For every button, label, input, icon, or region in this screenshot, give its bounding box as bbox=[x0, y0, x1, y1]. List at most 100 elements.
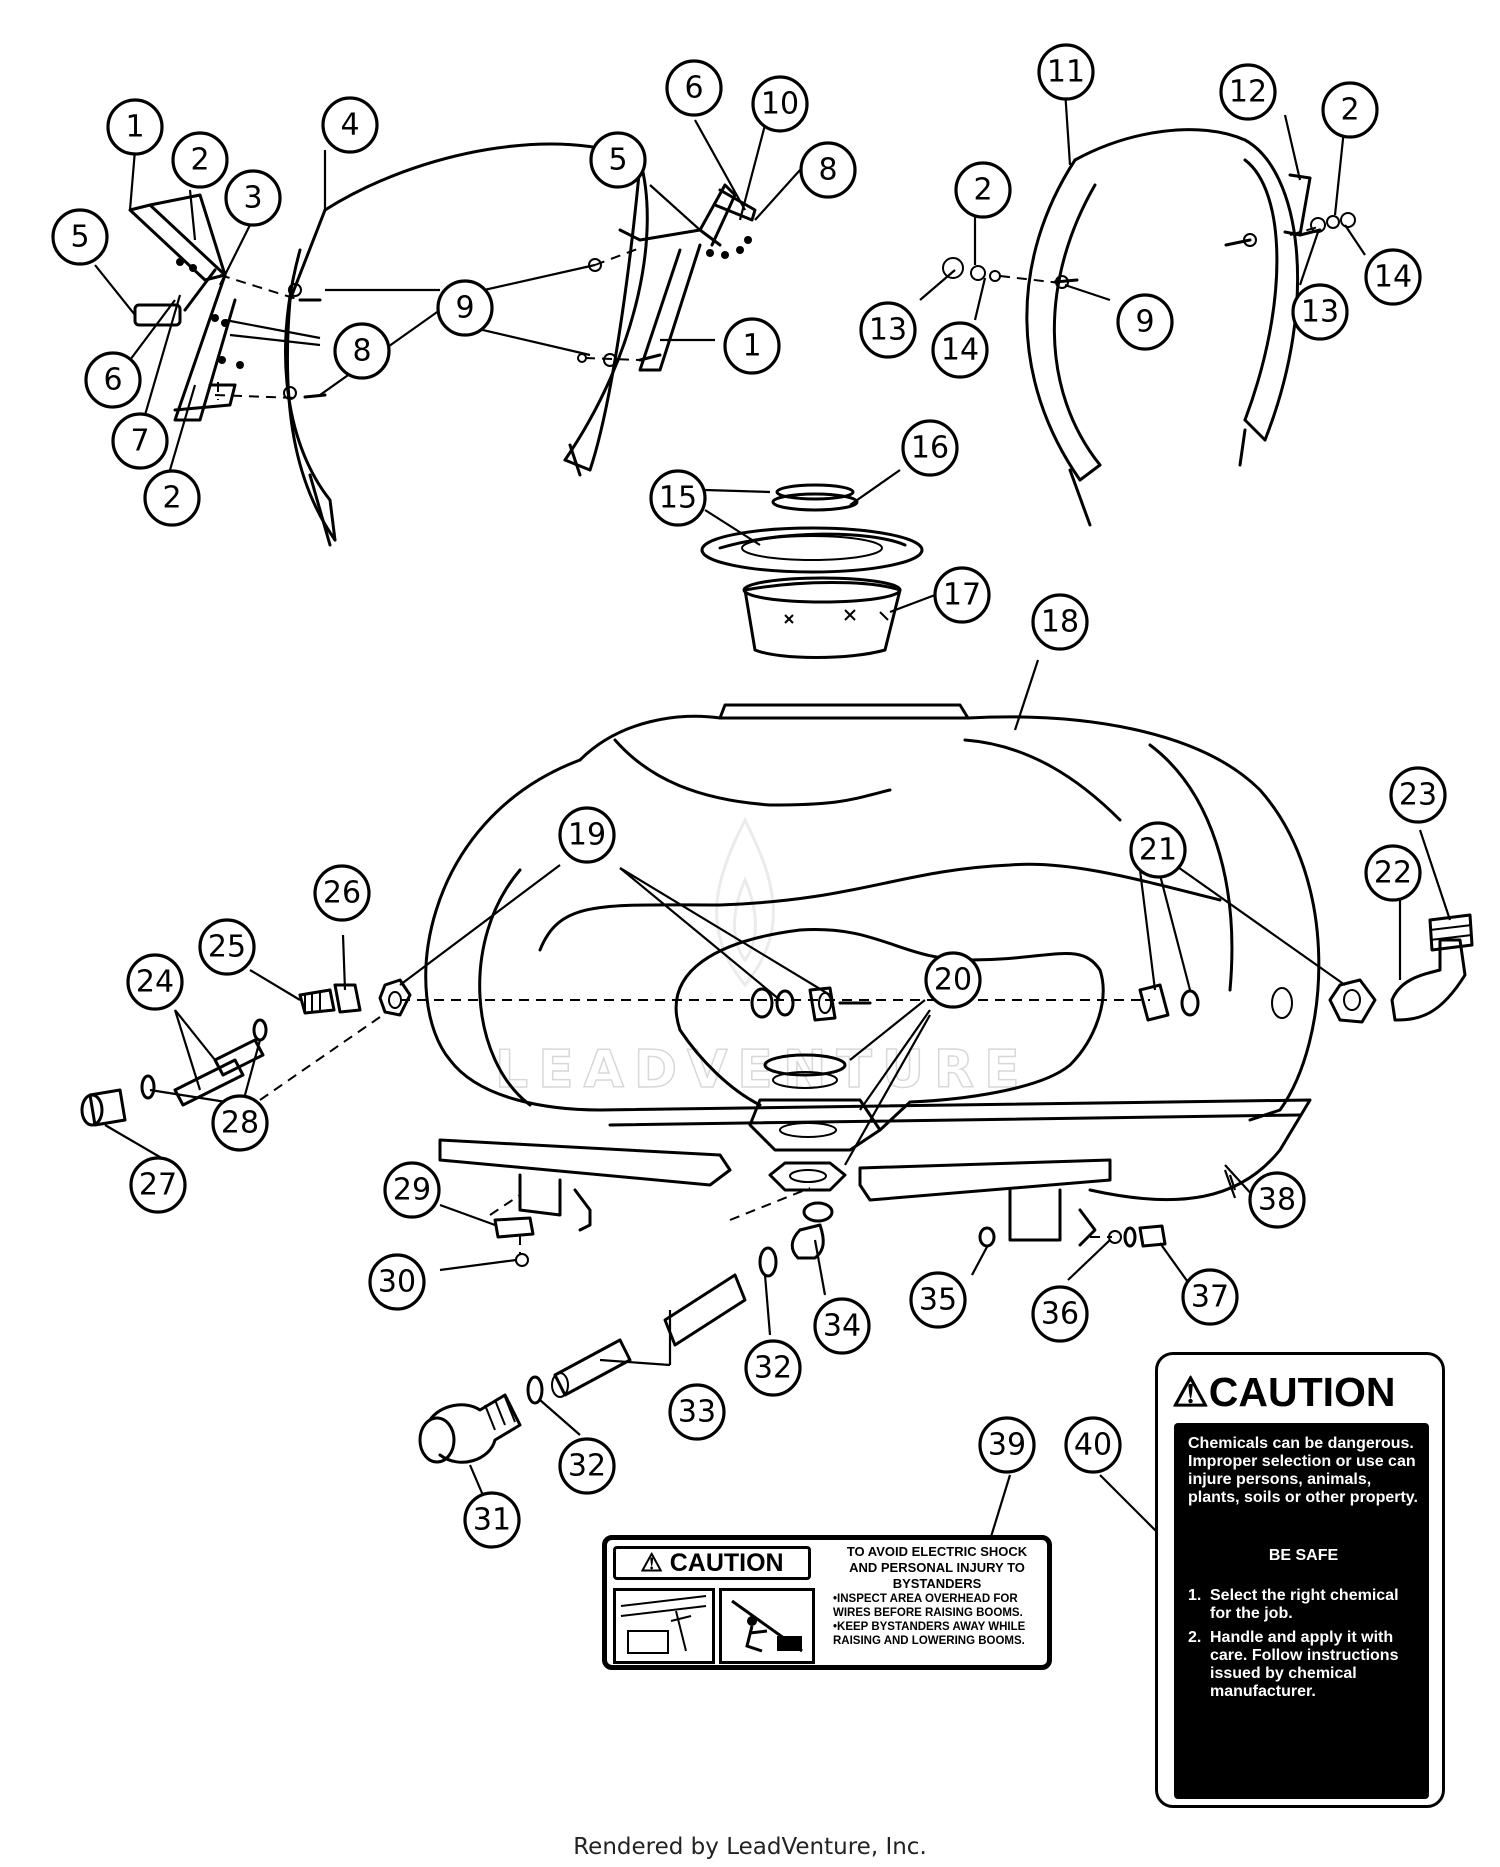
callout-2: 2 bbox=[171, 131, 229, 189]
callout-4: 4 bbox=[321, 96, 379, 154]
callout-26: 26 bbox=[313, 864, 371, 922]
svg-text:8: 8 bbox=[818, 153, 837, 188]
caution-step: 1. Select the right chemical for the job… bbox=[1188, 1587, 1399, 1622]
warning-triangle-icon: ⚠ bbox=[1172, 1369, 1209, 1415]
svg-text:7: 7 bbox=[130, 424, 149, 459]
callout-8: 8 bbox=[333, 322, 391, 380]
callout-14b: 14 bbox=[1364, 248, 1422, 306]
suction-hose-assembly bbox=[418, 1161, 847, 1464]
svg-text:13: 13 bbox=[869, 313, 907, 348]
svg-text:18: 18 bbox=[1041, 605, 1079, 640]
fill-lid-assembly bbox=[700, 483, 924, 659]
frame-rails bbox=[438, 1138, 1167, 1267]
electric-shock-warning-text: TO AVOID ELECTRIC SHOCK AND PERSONAL INJ… bbox=[833, 1544, 1028, 1647]
callout-25: 25 bbox=[198, 918, 256, 976]
callout-20: 20 bbox=[924, 951, 982, 1009]
callout-6: 6 bbox=[84, 351, 142, 409]
caution-body: Chemicals can be dangerous. Improper sel… bbox=[1174, 1423, 1429, 1799]
electric-shock-caution-decal: ⚠ CAUTION TO AVOID ELECTRIC SHOCK AND PE… bbox=[602, 1535, 1052, 1670]
bystander-pictogram bbox=[719, 1588, 815, 1664]
leader-lines bbox=[94, 89, 1452, 1541]
callout-15: 15 bbox=[649, 469, 707, 527]
svg-text:36: 36 bbox=[1041, 1297, 1079, 1332]
callout-3: 3 bbox=[224, 169, 282, 227]
svg-text:33: 33 bbox=[678, 1395, 716, 1430]
callout-32: 32 bbox=[744, 1339, 802, 1397]
svg-text:22: 22 bbox=[1374, 856, 1412, 891]
svg-text:15: 15 bbox=[659, 481, 697, 516]
callout-40: 40 bbox=[1064, 1416, 1122, 1474]
svg-text:2: 2 bbox=[973, 173, 992, 208]
svg-text:12: 12 bbox=[1229, 75, 1267, 110]
chemical-caution-decal: ⚠CAUTION Chemicals can be dangerous. Imp… bbox=[1155, 1352, 1445, 1808]
callout-17: 17 bbox=[933, 566, 991, 624]
callout-16: 16 bbox=[901, 419, 959, 477]
be-safe-heading: BE SAFE bbox=[1268, 1547, 1339, 1564]
svg-text:27: 27 bbox=[139, 1168, 177, 1203]
callout-9: 9 bbox=[436, 279, 494, 337]
svg-text:28: 28 bbox=[221, 1106, 259, 1141]
svg-text:23: 23 bbox=[1399, 778, 1437, 813]
spray-tank bbox=[424, 703, 1321, 1202]
right-frame-assembly bbox=[942, 128, 1356, 527]
svg-text:6: 6 bbox=[684, 71, 703, 106]
callout-22: 22 bbox=[1364, 844, 1422, 902]
svg-text:31: 31 bbox=[473, 1503, 511, 1538]
svg-text:14: 14 bbox=[1374, 260, 1412, 295]
callout-27: 27 bbox=[129, 1156, 187, 1214]
callout-7: 7 bbox=[111, 412, 169, 470]
callout-11: 11 bbox=[1037, 43, 1095, 101]
callout-6b: 6 bbox=[665, 59, 723, 117]
callout-36: 36 bbox=[1031, 1285, 1089, 1343]
svg-text:1: 1 bbox=[125, 110, 144, 145]
svg-text:8: 8 bbox=[352, 334, 371, 369]
svg-text:5: 5 bbox=[608, 143, 627, 178]
svg-text:19: 19 bbox=[568, 818, 606, 853]
svg-text:16: 16 bbox=[911, 431, 949, 466]
callout-8b: 8 bbox=[799, 141, 857, 199]
svg-text:29: 29 bbox=[393, 1173, 431, 1208]
callout-19: 19 bbox=[558, 806, 616, 864]
callout-37: 37 bbox=[1181, 1268, 1239, 1326]
callout-35: 35 bbox=[909, 1271, 967, 1329]
callout-31: 31 bbox=[463, 1491, 521, 1549]
callout-23: 23 bbox=[1389, 766, 1447, 824]
warning-triangle-icon: ⚠ bbox=[640, 1549, 663, 1577]
svg-text:9: 9 bbox=[1135, 305, 1154, 340]
callout-39: 39 bbox=[978, 1416, 1036, 1474]
watermark-text: LEADVENTURE bbox=[495, 1040, 1030, 1100]
svg-text:11: 11 bbox=[1047, 55, 1085, 90]
svg-text:2: 2 bbox=[190, 143, 209, 178]
callout-2d: 2 bbox=[954, 161, 1012, 219]
callout-2c: 2 bbox=[1321, 81, 1379, 139]
svg-text:37: 37 bbox=[1191, 1280, 1229, 1315]
callout-13: 13 bbox=[859, 301, 917, 359]
svg-text:4: 4 bbox=[340, 108, 359, 143]
power-line-pictogram bbox=[613, 1588, 715, 1664]
svg-text:3: 3 bbox=[243, 181, 262, 216]
callout-21: 21 bbox=[1129, 821, 1187, 879]
callout-18: 18 bbox=[1031, 593, 1089, 651]
svg-text:30: 30 bbox=[378, 1265, 416, 1300]
callout-32b: 32 bbox=[558, 1437, 616, 1495]
caution-header: ⚠ CAUTION bbox=[613, 1546, 811, 1580]
callout-34: 34 bbox=[813, 1297, 871, 1355]
callout-9b: 9 bbox=[1116, 293, 1174, 351]
svg-text:2: 2 bbox=[1340, 93, 1359, 128]
callout-12: 12 bbox=[1219, 63, 1277, 121]
svg-text:20: 20 bbox=[934, 963, 972, 998]
svg-text:34: 34 bbox=[823, 1309, 861, 1344]
caution-step: 2. Handle and apply it with care. Follow… bbox=[1188, 1629, 1399, 1700]
caution-paragraph: Chemicals can be dangerous. Improper sel… bbox=[1188, 1435, 1418, 1506]
callout-14: 14 bbox=[931, 321, 989, 379]
callout-28: 28 bbox=[211, 1094, 269, 1152]
svg-text:32: 32 bbox=[568, 1449, 606, 1484]
svg-text:1: 1 bbox=[742, 329, 761, 364]
callout-13b: 13 bbox=[1291, 283, 1349, 341]
callout-5: 5 bbox=[51, 208, 109, 266]
callout-38: 38 bbox=[1248, 1171, 1306, 1229]
svg-text:32: 32 bbox=[754, 1351, 792, 1386]
svg-text:35: 35 bbox=[919, 1283, 957, 1318]
callout-1b: 1 bbox=[723, 317, 781, 375]
agitation-line bbox=[80, 913, 1474, 1127]
